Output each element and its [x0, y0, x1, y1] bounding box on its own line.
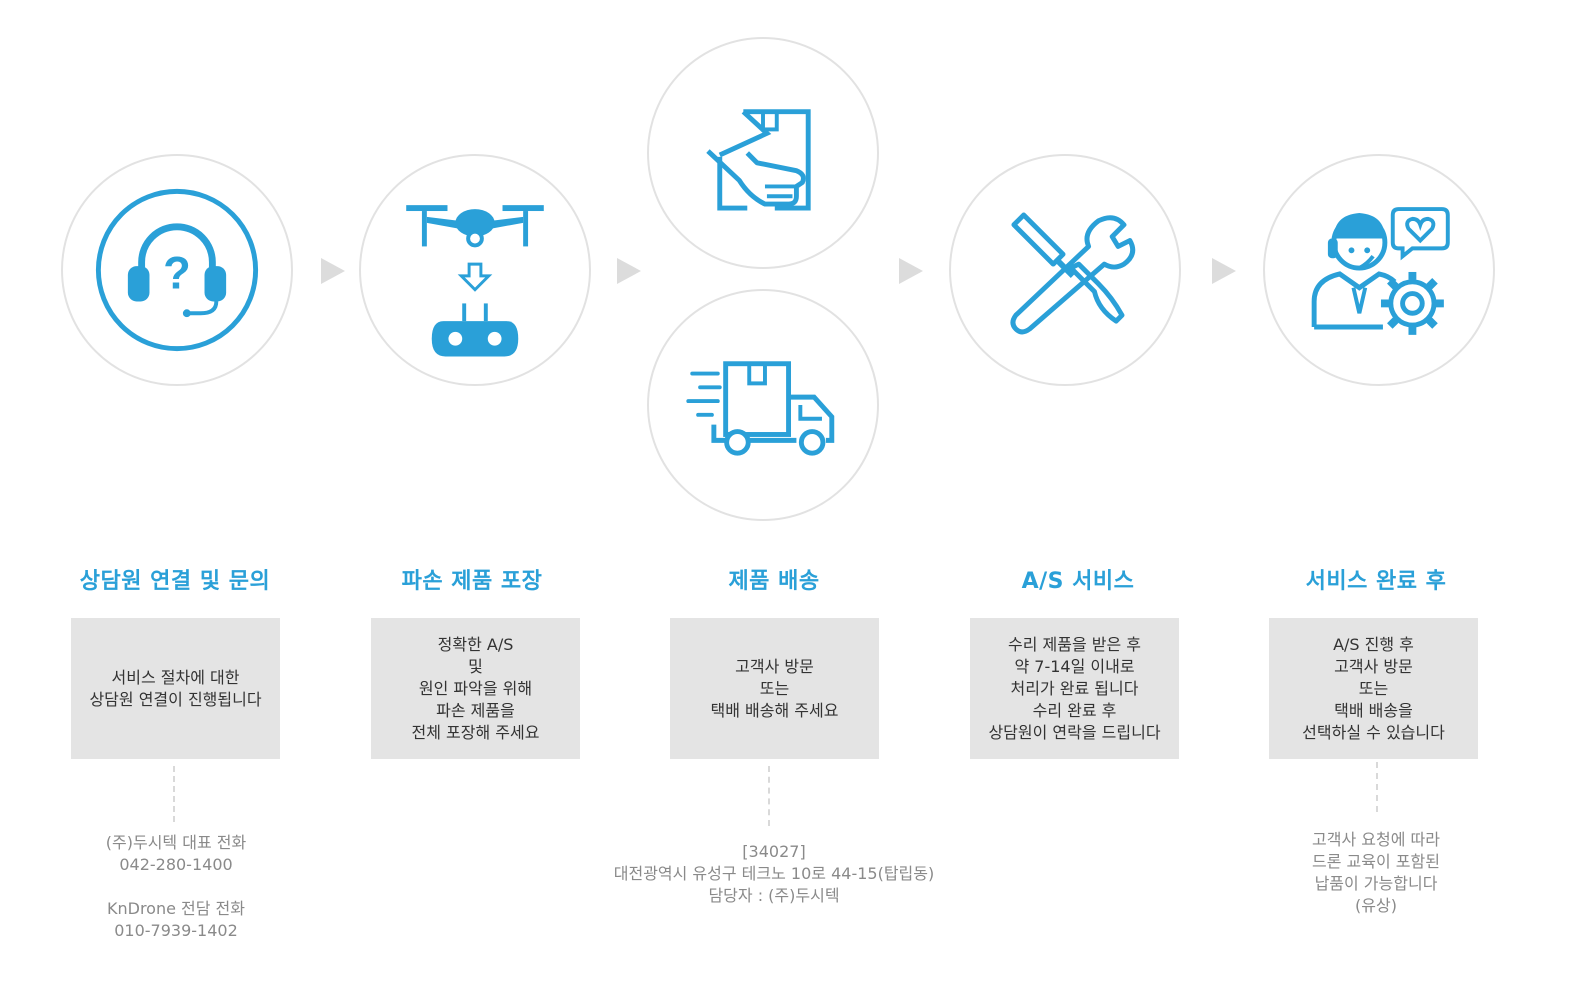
- step5-title: 서비스 완료 후: [1305, 569, 1447, 594]
- desc-line: 또는: [1358, 678, 1389, 698]
- desc-line: 선택하실 수 있습니다: [1302, 722, 1445, 742]
- step2-icon-circle: [359, 154, 591, 386]
- note-line: 담당자 : (주)두시텍: [708, 886, 840, 905]
- step4-icon-circle: [949, 154, 1181, 386]
- note-line: 고객사 요청에 따라: [1312, 830, 1440, 849]
- desc-line: 처리가 완료 됩니다: [1010, 678, 1139, 698]
- step3-note: [34027] 대전광역시 유성구 테크노 10로 44-15(탑립동) 담당자…: [574, 841, 974, 907]
- desc-line: 파손 제품을: [436, 700, 515, 720]
- note-line: 드론 교육이 포함된: [1312, 852, 1440, 871]
- desc-line: 택배 배송을: [1334, 700, 1413, 720]
- step1-connector: [173, 766, 175, 822]
- step1-note: (주)두시텍 대표 전화 042-280-1400 KnDrone 전담 전화 …: [0, 832, 376, 942]
- hand-package-icon: [706, 109, 811, 211]
- step2-description: 정확한 A/S 및 원인 파악을 위해 파손 제품을 전체 포장해 주세요: [371, 618, 580, 759]
- desc-line: 약 7-14일 이내로: [1014, 656, 1135, 676]
- wrench-screwdriver-icon: [1010, 212, 1136, 335]
- desc-line: A/S 진행 후: [1333, 634, 1414, 654]
- step-arrow-4: [1212, 258, 1236, 284]
- desc-line: 수리 제품을 받은 후: [1007, 634, 1142, 654]
- note-line: [34027]: [742, 842, 806, 861]
- desc-line: 상담원이 연락을 드립니다: [988, 722, 1161, 742]
- desc-line: 원인 파악을 위해: [418, 678, 533, 698]
- desc-line: 수리 완료 후: [1032, 700, 1117, 720]
- note-spacer: [0, 876, 376, 898]
- step2-title: 파손 제품 포장: [401, 569, 543, 594]
- desc-line: 정확한 A/S: [437, 634, 514, 654]
- step5-icon-circle: [1263, 154, 1495, 386]
- step3-title: 제품 배송: [728, 569, 820, 594]
- note-line: (유상): [1355, 896, 1397, 915]
- step1-icon-circle: ?: [61, 154, 293, 386]
- step-arrow-1: [321, 258, 345, 284]
- desc-line: 택배 배송해 주세요: [710, 700, 839, 720]
- step3-icon-circle-top: [647, 37, 879, 269]
- step4-description: 수리 제품을 받은 후 약 7-14일 이내로 처리가 완료 됩니다 수리 완료…: [970, 618, 1179, 759]
- desc-line: 서비스 절차에 대한: [111, 667, 240, 687]
- note-line: 납품이 가능합니다: [1314, 874, 1438, 893]
- desc-line: 및: [468, 656, 483, 676]
- step3-connector: [768, 766, 770, 826]
- drone-controller-icon: [406, 205, 544, 357]
- headset-question-icon: ?: [95, 188, 259, 352]
- svg-text:?: ?: [163, 248, 191, 299]
- note-line: (주)두시텍 대표 전화: [105, 833, 247, 852]
- step4-title: A/S 서비스: [1021, 569, 1135, 594]
- desc-line: 또는: [759, 678, 790, 698]
- step3-icon-circle-bottom: [647, 289, 879, 521]
- desc-line: 고객사 방문: [1334, 656, 1413, 676]
- step-arrow-3: [899, 258, 923, 284]
- step5-connector: [1376, 762, 1378, 812]
- desc-line: 고객사 방문: [735, 656, 814, 676]
- step3-description: 고객사 방문 또는 택배 배송해 주세요: [670, 618, 879, 759]
- note-line: 042-280-1400: [119, 855, 233, 874]
- delivery-truck-icon: [686, 361, 835, 456]
- step1-title: 상담원 연결 및 문의: [79, 569, 271, 594]
- step5-note: 고객사 요청에 따라 드론 교육이 포함된 납품이 가능합니다 (유상): [1176, 829, 1575, 917]
- step1-description: 서비스 절차에 대한 상담원 연결이 진행됩니다: [71, 618, 280, 759]
- step5-description: A/S 진행 후 고객사 방문 또는 택배 배송을 선택하실 수 있습니다: [1269, 618, 1478, 759]
- step-arrow-2: [617, 258, 641, 284]
- note-line: 대전광역시 유성구 테크노 10로 44-15(탑립동): [613, 864, 935, 883]
- note-line: KnDrone 전담 전화: [106, 899, 245, 918]
- support-agent-gear-icon: [1311, 207, 1450, 335]
- desc-line: 상담원 연결이 진행됩니다: [89, 689, 262, 709]
- desc-line: 전체 포장해 주세요: [411, 722, 540, 742]
- note-line: 010-7939-1402: [114, 921, 238, 940]
